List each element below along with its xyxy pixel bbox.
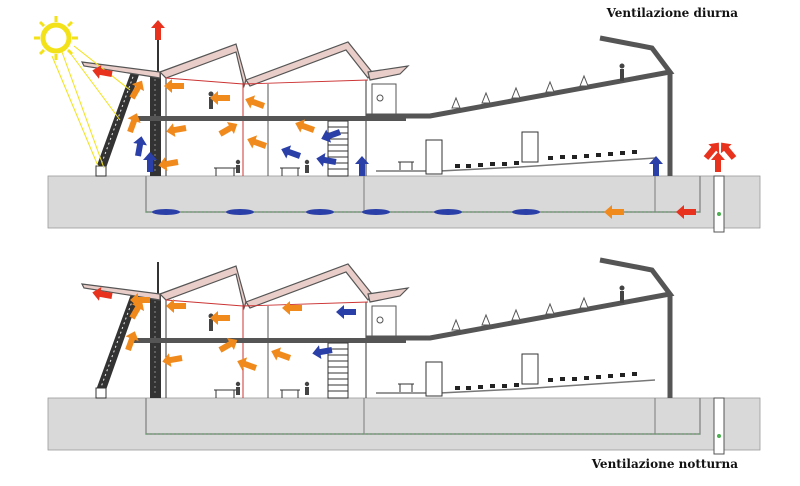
night-section <box>48 260 760 454</box>
day-ventilation-title: Ventilazione diurna <box>606 6 738 20</box>
day-section <box>34 16 760 232</box>
night-ventilation-title: Ventilazione notturna <box>591 457 738 471</box>
sun-icon <box>34 16 131 169</box>
